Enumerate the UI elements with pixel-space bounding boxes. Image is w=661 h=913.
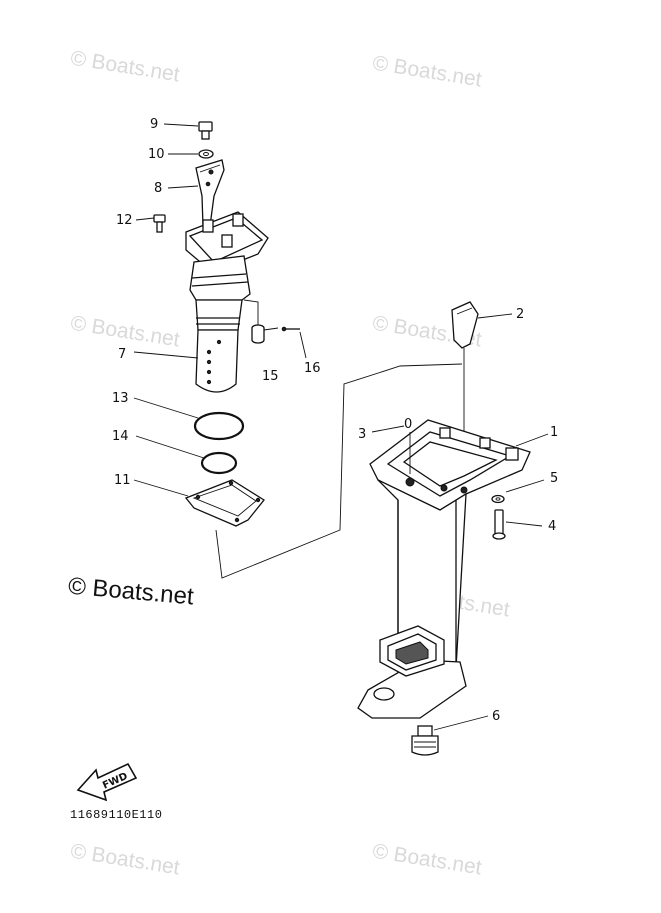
part-8-bracket[interactable] — [195, 159, 225, 227]
leader-lines — [133, 123, 549, 731]
callout-8: 8 — [154, 181, 162, 196]
callout-9: 9 — [150, 117, 158, 132]
part-5-washer[interactable] — [491, 494, 505, 504]
callout-7: 7 — [118, 347, 126, 362]
callout-11: 11 — [114, 473, 131, 488]
callout-3: 3 — [358, 427, 366, 442]
callout-2: 2 — [516, 307, 524, 322]
part-16-pin[interactable] — [281, 326, 300, 332]
callout-6: 6 — [492, 709, 500, 724]
part-11-gasket[interactable] — [184, 479, 265, 527]
part-10-washer[interactable] — [198, 149, 214, 159]
part-14-o-ring[interactable] — [200, 451, 238, 475]
callout-15: 15 — [262, 369, 279, 384]
callout-16: 16 — [304, 361, 321, 376]
diagram-code: 11689110E110 — [70, 808, 163, 822]
callout-14: 14 — [112, 429, 129, 444]
assembly-guide-line — [215, 363, 463, 579]
fwd-arrow-icon: FWD — [76, 762, 138, 802]
part-2-cover[interactable] — [451, 301, 479, 440]
callout-10: 10 — [148, 147, 165, 162]
callout-13: 13 — [112, 391, 129, 406]
part-9-bolt[interactable] — [198, 121, 213, 140]
part-13-o-ring[interactable] — [193, 411, 245, 441]
part-6-drain-plug[interactable] — [411, 725, 439, 756]
part-4-bolt[interactable] — [492, 509, 506, 540]
callout-labels: 9 10 8 12 7 15 16 13 14 11 2 3 0 1 5 4 6 — [112, 117, 558, 724]
part-15-sleeve[interactable] — [251, 324, 265, 344]
part-1-upper-casing[interactable] — [357, 419, 531, 719]
callout-1: 1 — [550, 425, 558, 440]
callout-4: 4 — [548, 519, 556, 534]
part-12-screw[interactable] — [153, 214, 166, 233]
part-7-exhaust-guide[interactable] — [185, 211, 269, 393]
callout-12: 12 — [116, 213, 133, 228]
callout-0: 0 — [404, 417, 412, 432]
callout-5: 5 — [550, 471, 558, 486]
